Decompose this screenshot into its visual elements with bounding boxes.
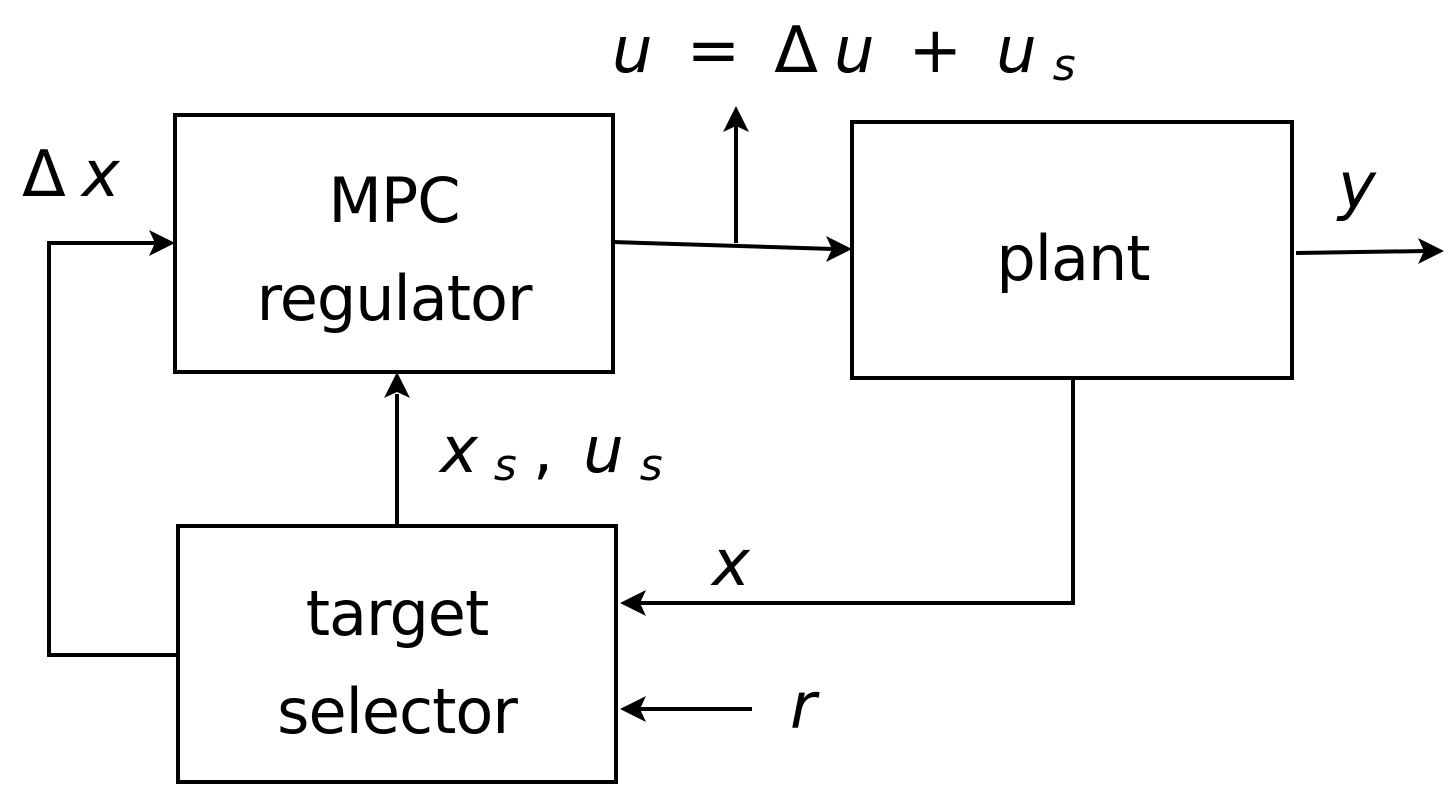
- control-equation-lhs: u: [612, 14, 653, 88]
- plant-label: plant: [996, 222, 1149, 295]
- plant-block: [850, 120, 1294, 380]
- output-wire: [1295, 249, 1427, 255]
- mpc-regulator-label-line1: MPC: [328, 164, 459, 237]
- control-arrowhead: [826, 236, 852, 262]
- delta-x-label: Δ x: [22, 138, 121, 212]
- control-wire: [612, 240, 835, 251]
- output-arrowhead: [1418, 238, 1444, 264]
- delta-x-var: x: [80, 138, 121, 212]
- targets-us-subscript: s: [640, 440, 663, 491]
- state-feedback-wire: [640, 378, 1075, 605]
- control-equation-plus: +: [909, 14, 963, 88]
- delta-x-delta: Δ: [22, 138, 66, 212]
- reference-r-label: r: [790, 670, 820, 744]
- state-feedback-arrowhead: [620, 590, 646, 616]
- delta-x-arrowhead: [149, 230, 175, 256]
- targets-xs: x: [438, 414, 479, 488]
- delta-x-feedback-wire: [47, 241, 178, 657]
- target-selector-label-line2: selector: [277, 675, 518, 748]
- control-equation-us: u: [996, 14, 1037, 88]
- control-equation-du: u: [834, 14, 875, 88]
- control-equation-delta: Δ: [774, 14, 818, 88]
- control-equation-us-subscript: s: [1053, 40, 1076, 91]
- control-equation-equals: =: [687, 14, 741, 88]
- targets-xs-subscript: s: [494, 440, 517, 491]
- control-tap-arrowhead: [723, 106, 749, 132]
- target-selector-label-line1: target: [306, 577, 489, 650]
- control-equation-label: u = Δ u + u s: [612, 14, 1076, 91]
- state-x-label: x: [710, 527, 751, 601]
- targets-us: u: [583, 414, 624, 488]
- targets-label: x s , u s: [438, 414, 663, 494]
- mpc-regulator-block: [173, 113, 615, 374]
- reference-arrowhead: [620, 696, 646, 722]
- output-y-label: y: [1336, 150, 1377, 224]
- mpc-regulator-label-line2: regulator: [257, 262, 533, 335]
- targets-arrowhead: [384, 372, 410, 398]
- targets-comma: ,: [533, 414, 553, 488]
